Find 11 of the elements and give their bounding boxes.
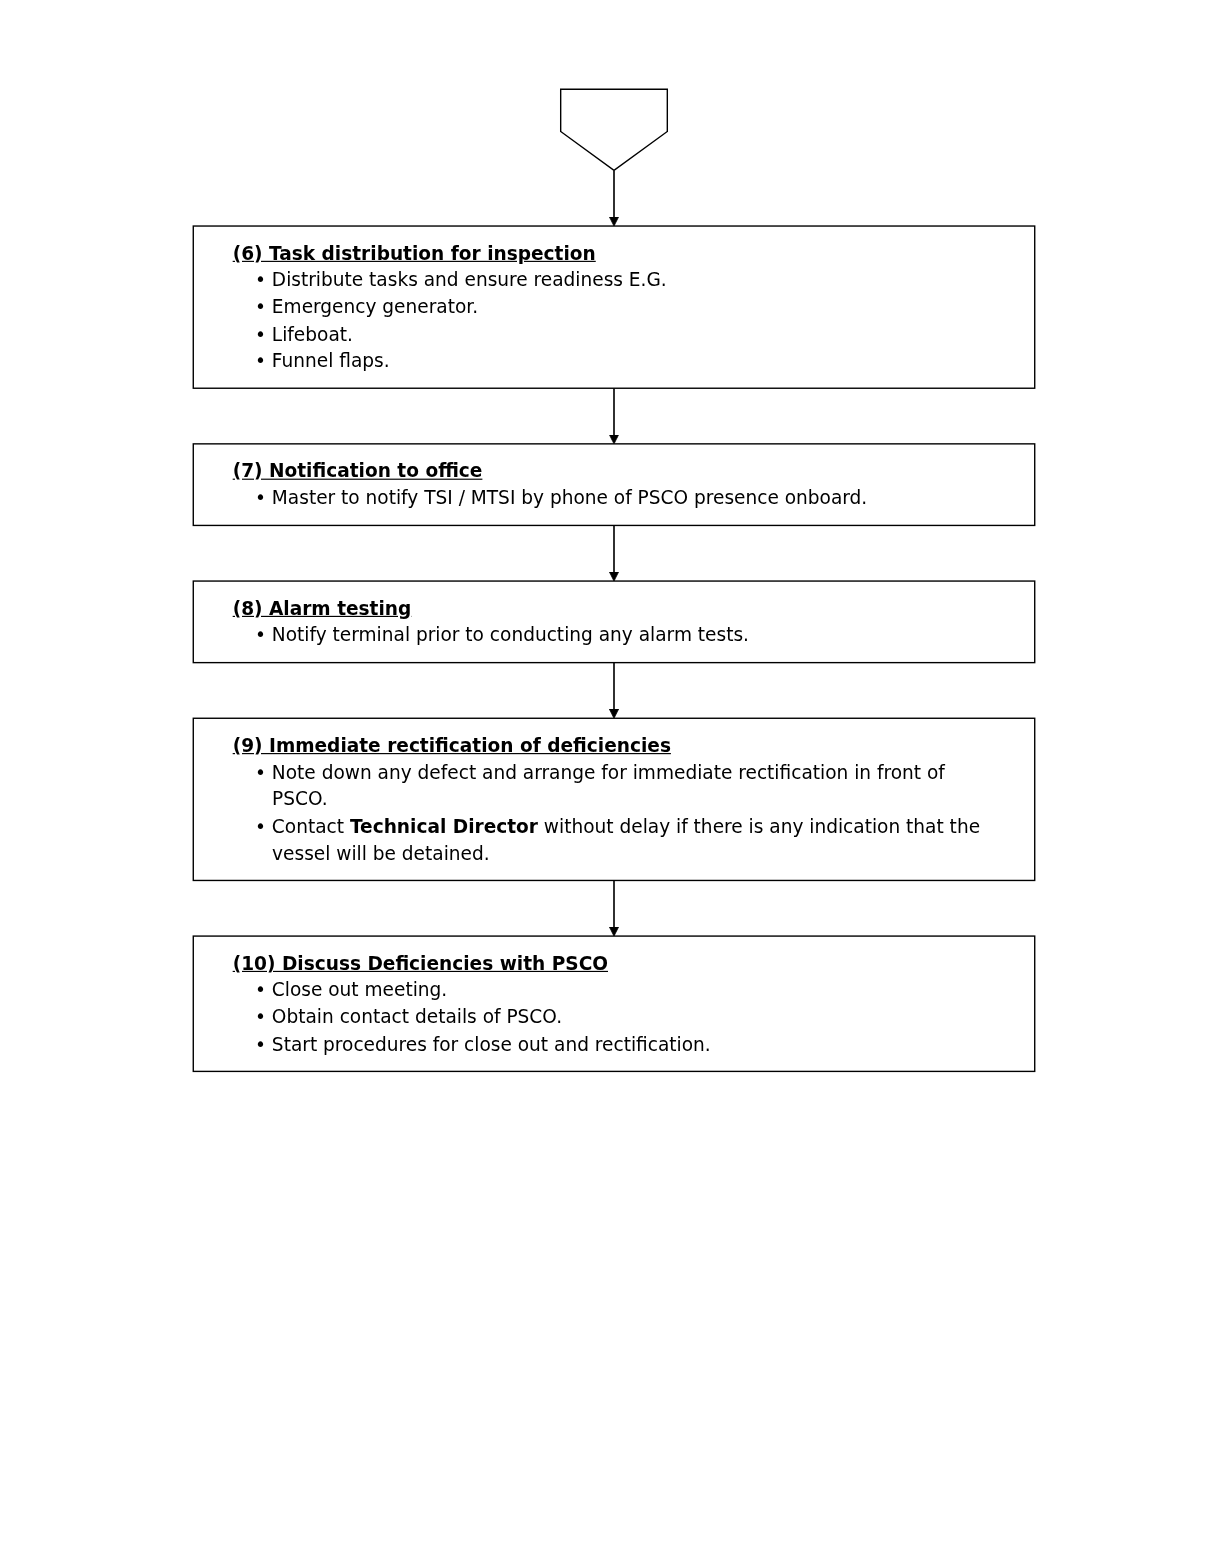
- arrow: [608, 524, 619, 582]
- arrow: [608, 387, 619, 445]
- node-box: (6) Task distribution for inspection • Distribute tasks and ensure readiness E.G. • Emergency generator. • Lifeboat. • Funnel flaps.: [192, 225, 1035, 389]
- node-box: (7) Notification to office • Master to notify TSI / MTSI by phone of PSCO presence onboard.: [192, 443, 1035, 527]
- node-box: (10) Discuss Deficiencies with PSCO • Close out meeting. • Obtain contact details of PSCO. • Start procedures for close out and rectification.: [192, 935, 1035, 1073]
- node-box: (8) Alarm testing • Notify terminal prior to conducting any alarm tests.: [192, 580, 1035, 664]
- node-box: (9) Immediate rectification of deficiencies • Note down any defect and arrange for immediate rectification in front of PSCO. • Contact Technical Director without delay if there is any indication that the vessel will be detained.: [192, 717, 1035, 882]
- arrow: [608, 661, 619, 719]
- arrow: [608, 879, 619, 937]
- arrow: [608, 169, 619, 227]
- node-pentagon: [559, 88, 668, 172]
